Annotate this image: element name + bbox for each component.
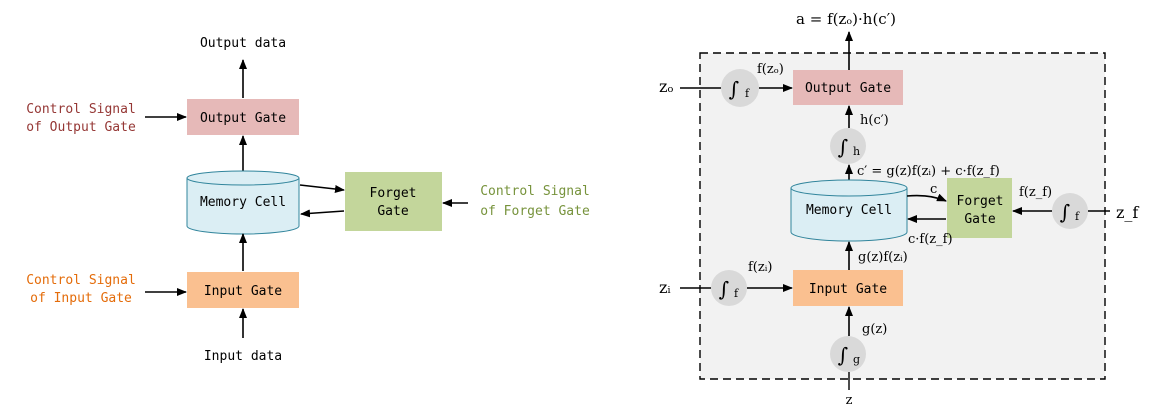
sigmoid-h-icon: ∫ h bbox=[830, 128, 866, 164]
f-zo-label: f(zₒ) bbox=[757, 62, 784, 77]
forget-gate-label-line2: Gate bbox=[377, 204, 408, 219]
ctrl-output-line1: Control Signal bbox=[26, 102, 136, 117]
r-input-gate-label: Input Gate bbox=[809, 282, 887, 297]
svg-text:f: f bbox=[734, 287, 739, 300]
forget-gate-box: Forget Gate bbox=[345, 172, 442, 231]
r-forget-gate-box: Forget Gate bbox=[947, 178, 1012, 238]
sigmoid-f-output-icon: ∫ f bbox=[721, 69, 759, 107]
svg-text:f: f bbox=[745, 87, 750, 100]
input-data-label: Input data bbox=[204, 349, 282, 364]
svg-text:∫: ∫ bbox=[1060, 200, 1070, 224]
svg-text:∫: ∫ bbox=[729, 77, 739, 101]
ctrl-forget-line2: of Forget Gate bbox=[480, 204, 590, 219]
output-gate-label: Output Gate bbox=[200, 111, 286, 126]
g-z-f-zi-label: g(z)f(zᵢ) bbox=[858, 250, 908, 265]
ctrl-output-line2: of Output Gate bbox=[26, 120, 136, 135]
r-memory-cell-cylinder: Memory Cell bbox=[790, 179, 908, 242]
svg-text:f: f bbox=[1075, 210, 1080, 223]
g-z-label: g(z) bbox=[862, 322, 887, 337]
f-zi-label: f(zᵢ) bbox=[748, 260, 772, 275]
r-output-gate-label: Output Gate bbox=[805, 81, 891, 96]
z-label: z bbox=[846, 393, 853, 408]
svg-text:g: g bbox=[853, 353, 860, 366]
svg-text:∫: ∫ bbox=[719, 277, 729, 301]
cell-to-forget-arrow bbox=[299, 184, 345, 193]
z-f-label: z_f bbox=[1116, 203, 1139, 222]
memory-cell-cylinder: Memory Cell bbox=[186, 170, 300, 235]
ctrl-input-line2: of Input Gate bbox=[30, 291, 132, 306]
forget-to-cell-arrow bbox=[300, 209, 345, 218]
left-lstm-diagram: Output data Output Gate Control Signal o… bbox=[26, 36, 590, 364]
c-prime-equation: c′ = g(z)f(zᵢ) + c·f(z_f) bbox=[857, 164, 1000, 179]
h-c-label: h(c′) bbox=[860, 113, 889, 128]
sigmoid-g-icon: ∫ g bbox=[830, 336, 866, 372]
top-formula: a = f(zₒ)·h(c′) bbox=[796, 10, 896, 28]
r-input-gate-box: Input Gate bbox=[793, 270, 903, 306]
output-data-label: Output data bbox=[200, 36, 286, 51]
c-f-zf-label: c·f(z_f) bbox=[908, 232, 953, 247]
right-lstm-diagram: a = f(zₒ)·h(c′) Output Gate zₒ ∫ f f(zₒ)… bbox=[659, 10, 1139, 408]
forget-gate-label-line1: Forget bbox=[370, 186, 417, 201]
z-o-label: zₒ bbox=[659, 77, 674, 96]
ctrl-forget-line1: Control Signal bbox=[480, 184, 590, 199]
input-gate-label: Input Gate bbox=[204, 284, 282, 299]
output-gate-box: Output Gate bbox=[187, 99, 299, 135]
svg-text:∫: ∫ bbox=[838, 135, 848, 159]
memory-cell-label: Memory Cell bbox=[200, 195, 286, 210]
r-memory-cell-label: Memory Cell bbox=[806, 203, 892, 218]
c-label: c bbox=[930, 182, 937, 197]
cell-to-forget-c-arrow bbox=[906, 193, 947, 202]
input-gate-box: Input Gate bbox=[187, 272, 299, 308]
sigmoid-f-input-icon: ∫ f bbox=[711, 270, 747, 306]
svg-text:∫: ∫ bbox=[838, 343, 848, 367]
svg-text:h: h bbox=[853, 145, 860, 158]
r-output-gate-box: Output Gate bbox=[793, 70, 903, 105]
ctrl-input-line1: Control Signal bbox=[26, 273, 136, 288]
z-i-label: zᵢ bbox=[659, 278, 671, 297]
f-zf-label: f(z_f) bbox=[1019, 185, 1052, 200]
r-forget-gate-label-line2: Gate bbox=[964, 212, 995, 227]
sigmoid-f-forget-icon: ∫ f bbox=[1052, 193, 1088, 229]
r-forget-gate-label-line1: Forget bbox=[957, 194, 1004, 209]
